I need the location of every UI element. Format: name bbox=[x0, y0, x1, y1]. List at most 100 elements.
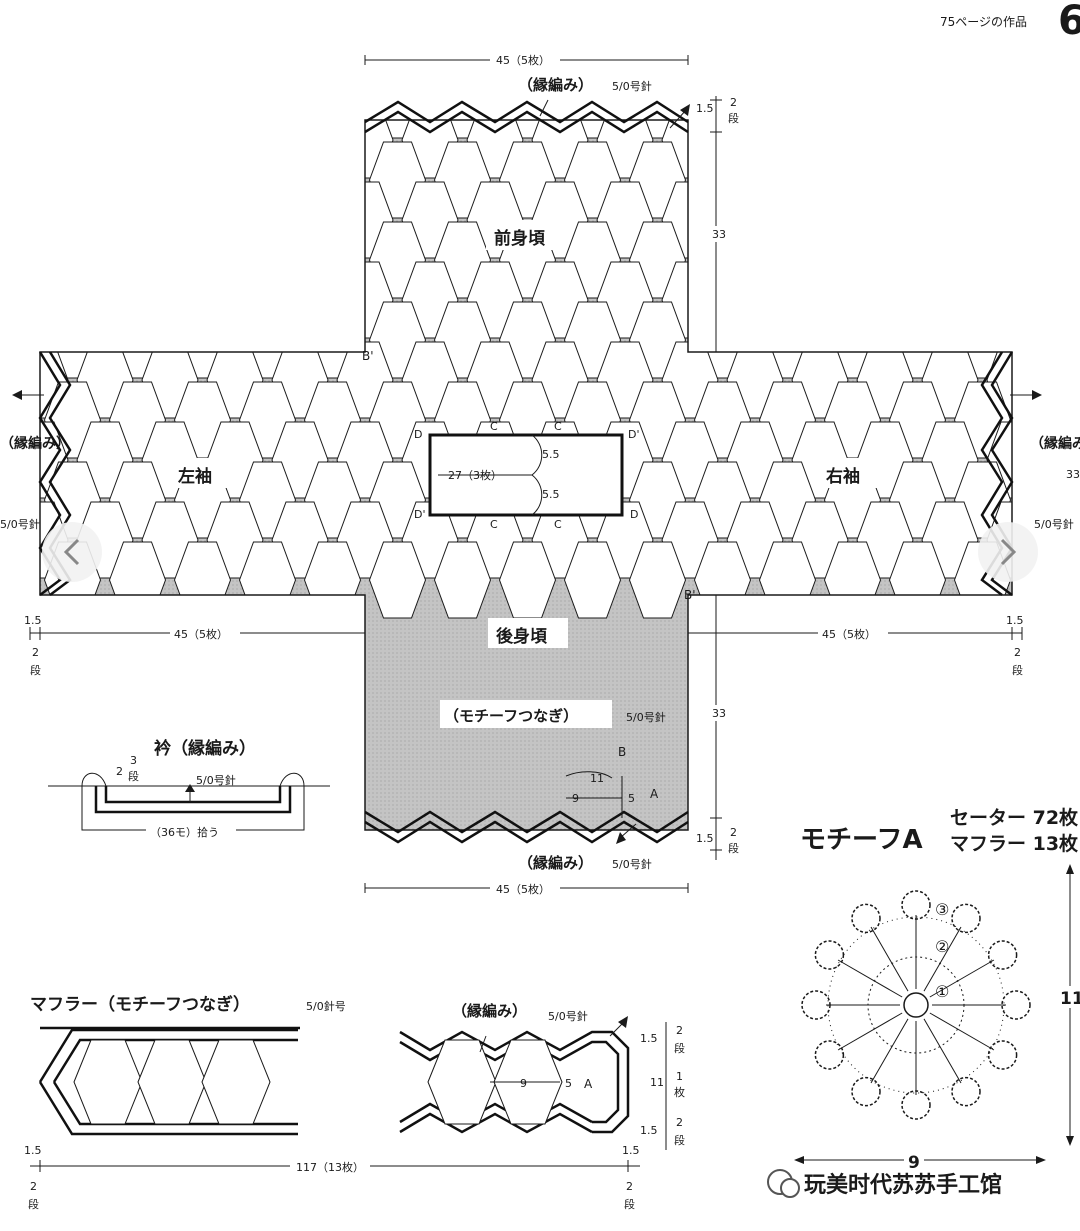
hex-motif bbox=[0, 502, 3, 578]
hex-motif bbox=[173, 221, 232, 299]
page-mark: 6 bbox=[1058, 0, 1080, 44]
letter-a: A bbox=[650, 787, 659, 801]
hex-motif bbox=[823, 141, 882, 219]
collar-rows: 3 bbox=[130, 754, 137, 767]
letter-c-4: C bbox=[554, 518, 562, 531]
motif-height-label: 11 bbox=[1060, 989, 1080, 1009]
muffler-total-length: 117（13枚） bbox=[296, 1160, 364, 1174]
motif-a-panel: モチーフA セーター 72枚 マフラー 13枚 ① ② ③ 11 9 bbox=[794, 806, 1080, 1173]
chain-loop bbox=[814, 1040, 845, 1070]
chain-loop bbox=[987, 940, 1018, 970]
collar-rows-unit: 段 bbox=[128, 769, 139, 783]
hex-motif bbox=[758, 141, 817, 219]
right-sleeve-rows-unit: 段 bbox=[1012, 663, 1023, 677]
motif-width-label: 9 bbox=[908, 1153, 920, 1173]
hex-motif bbox=[141, 261, 199, 339]
left-sleeve-needle: 5/0号針 bbox=[0, 517, 40, 531]
hex-motif bbox=[823, 221, 882, 299]
letter-c-3: C bbox=[490, 518, 498, 531]
muffler-one-sheet: 1 bbox=[676, 1070, 683, 1083]
muffler-sheet-unit: 枚 bbox=[674, 1085, 685, 1099]
prev-image-button[interactable] bbox=[42, 522, 102, 582]
hex-motif bbox=[921, 181, 979, 259]
sleeve-dimensions: 45（5枚） 1.5 2 段 45（5枚） 1.5 2 段 （縁編み） 5/0号… bbox=[0, 435, 1080, 677]
hex-motif bbox=[108, 221, 167, 299]
hex-motif bbox=[1052, 502, 1080, 578]
hex-motif bbox=[1020, 62, 1076, 138]
front-width-label: 45（5枚） bbox=[496, 53, 550, 67]
hex-motif bbox=[823, 120, 882, 139]
muffler-rows-unit-top: 段 bbox=[674, 1041, 685, 1055]
left-sleeve-rows: 2 bbox=[32, 646, 39, 659]
hex-motif bbox=[271, 181, 329, 259]
collar-needle: 5/0号針 bbox=[196, 773, 236, 787]
chain-loop bbox=[901, 890, 931, 920]
muffler-rows-unit-left: 段 bbox=[28, 1197, 39, 1211]
chain-loop bbox=[814, 940, 845, 970]
hex-motif bbox=[173, 141, 232, 219]
watermark: 玩美时代苏苏手工馆 bbox=[767, 1169, 1002, 1198]
sweater-count: セーター 72枚 bbox=[950, 806, 1079, 829]
front-edge-rows-unit: 段 bbox=[728, 111, 739, 125]
muffler-hex-motif bbox=[201, 1039, 271, 1125]
neck-width-label: 27（3枚） bbox=[448, 468, 502, 482]
muffler-measure-5: 5 bbox=[565, 1077, 572, 1090]
hex-motif bbox=[206, 181, 264, 259]
muffler-hex-motif bbox=[137, 1039, 207, 1125]
muffler-hex-motif bbox=[427, 1039, 497, 1125]
front-needle-label: 5/0号針 bbox=[612, 79, 652, 93]
stitch-spoke bbox=[929, 1012, 995, 1051]
hex-motif bbox=[0, 302, 36, 378]
round-3: ③ bbox=[935, 900, 949, 919]
front-edge-height: 1.5 bbox=[696, 102, 714, 115]
muffler-diagram: マフラー（モチーフつなぎ） 5/0針号 （縁編み） 5/0号針 9 5 A 1.… bbox=[24, 994, 685, 1211]
front-edge-label: （縁編み） bbox=[518, 76, 593, 94]
motif-measure: 11 9 5 bbox=[565, 771, 635, 818]
hex-motif bbox=[986, 120, 1012, 179]
hex-motif bbox=[726, 181, 784, 259]
chain-loop bbox=[1001, 990, 1031, 1020]
muffler-edge-h-bottom: 1.5 bbox=[640, 1124, 658, 1137]
hex-motif bbox=[791, 120, 849, 179]
muffler-rows-right: 2 bbox=[626, 1180, 633, 1193]
hex-motif bbox=[43, 141, 102, 219]
watermark-text: 玩美时代苏苏手工馆 bbox=[804, 1172, 1002, 1198]
letter-c-1: C bbox=[490, 420, 498, 433]
measure-5: 5 bbox=[628, 792, 635, 805]
hex-motif bbox=[791, 261, 849, 339]
hex-motif bbox=[271, 120, 329, 179]
hex-motif bbox=[108, 141, 167, 219]
muffler-rows-left: 2 bbox=[30, 1180, 37, 1193]
chain-loop bbox=[851, 903, 881, 934]
sleeve-height-label: 33 bbox=[1066, 468, 1080, 481]
hex-motif bbox=[953, 120, 1012, 139]
hex-motif bbox=[628, 541, 687, 619]
hex-motif bbox=[888, 120, 947, 139]
center-ring bbox=[903, 992, 929, 1018]
stitch-spoke bbox=[837, 1012, 903, 1051]
back-width-label: 45（5枚） bbox=[496, 882, 550, 896]
collar-diagram: 衿（縁編み） 5/0号針 3 段 2 （36モ）拾う bbox=[48, 738, 330, 839]
neck-height-brace bbox=[531, 434, 543, 516]
arrow-left-icon bbox=[12, 390, 22, 400]
hex-motif bbox=[1020, 142, 1076, 218]
hex-motif bbox=[953, 221, 1012, 299]
back-edge-needle: 5/0号針 bbox=[612, 857, 652, 871]
right-sleeve-width: 45（5枚） bbox=[822, 627, 876, 641]
hex-motif bbox=[726, 261, 784, 339]
chain-loop bbox=[801, 990, 831, 1020]
hex-motif bbox=[76, 120, 134, 179]
collar-band-outer bbox=[94, 786, 292, 814]
right-sleeve-edge-label: （縁編み） bbox=[1030, 435, 1080, 452]
right-sleeve-label: 右袖 bbox=[826, 466, 860, 487]
muffler-title: マフラー（モチーフつなぎ） bbox=[30, 994, 250, 1015]
front-body-label: 前身頃 bbox=[494, 228, 546, 249]
hex-motif bbox=[40, 261, 69, 339]
hex-motif bbox=[1052, 262, 1080, 338]
chain-loop bbox=[951, 903, 981, 934]
hex-motif bbox=[43, 120, 102, 139]
next-image-button[interactable] bbox=[978, 522, 1038, 582]
hex-motif bbox=[1052, 182, 1080, 258]
stitch-spoke bbox=[870, 926, 909, 992]
hex-motif bbox=[141, 120, 199, 179]
